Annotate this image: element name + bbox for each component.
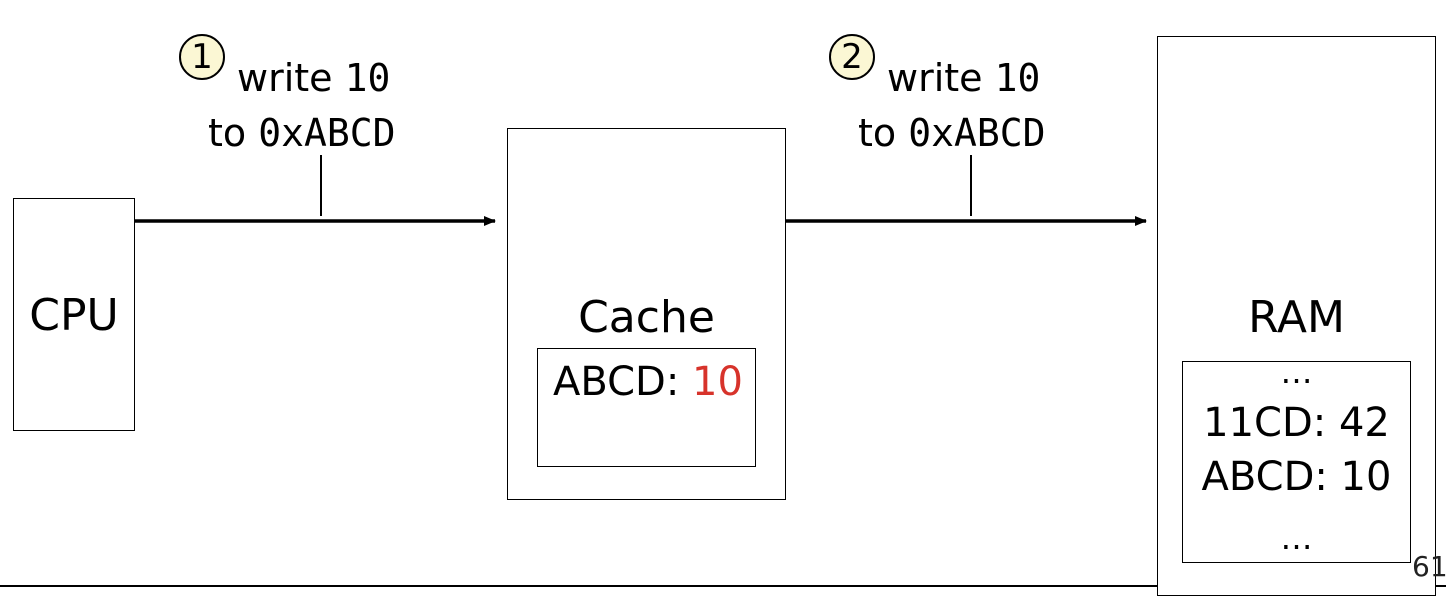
- ram-line-ellipsis-bottom: …: [1280, 519, 1313, 557]
- cache-entry: ABCD: 10: [553, 362, 743, 402]
- step-1-address: 0xABCD: [258, 111, 396, 155]
- step-2-value: 10: [994, 56, 1041, 100]
- ram-label: RAM: [1248, 292, 1345, 343]
- step-1-number-badge: 1: [179, 34, 225, 80]
- step-2-line-write: write 10: [887, 50, 1040, 106]
- step-2-write-word: write: [887, 56, 983, 100]
- cache-entry-address: ABCD:: [553, 359, 680, 405]
- step-1-write-word: write: [237, 56, 333, 100]
- step-1-line-write: write 10: [237, 50, 390, 106]
- ram-line-abcd: ABCD: 10: [1201, 454, 1392, 500]
- cpu-box: [13, 198, 135, 431]
- step-2-address: 0xABCD: [908, 111, 1046, 155]
- ram-line-ellipsis-top: …: [1280, 353, 1313, 391]
- cpu-label: CPU: [29, 290, 119, 341]
- cache-entry-value: 10: [692, 359, 743, 405]
- ram-line-11cd: 11CD: 42: [1203, 400, 1390, 446]
- page-number: 61: [1412, 550, 1446, 583]
- step-2-to-word: to: [858, 111, 897, 155]
- cache-label: Cache: [578, 292, 715, 343]
- step-2-line-to: to 0xABCD: [858, 105, 1046, 161]
- ram-contents-box: [1182, 361, 1411, 563]
- step-2-number-badge: 2: [829, 34, 875, 80]
- step-1-value: 10: [344, 56, 391, 100]
- step-1-to-word: to: [208, 111, 247, 155]
- step-1-line-to: to 0xABCD: [208, 105, 396, 161]
- cache-entry-box: [537, 348, 756, 467]
